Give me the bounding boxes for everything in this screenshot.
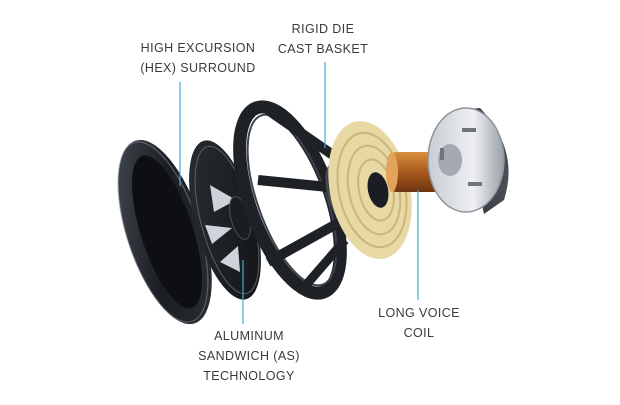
magnet-assembly-part <box>427 107 509 214</box>
leader-lines <box>179 62 419 324</box>
hex-surround-label-line1: HIGH EXCURSION <box>140 41 256 55</box>
die-cast-basket-label-line1: RIGID DIE <box>291 22 355 36</box>
die-cast-basket-label-line2: CAST BASKET <box>277 42 369 56</box>
hex-surround-label-line2: (HEX) SURROUND <box>140 61 256 75</box>
voice-coil-label: LONG VOICE COIL <box>364 303 474 343</box>
aluminum-sandwich-label-line1: ALUMINUM <box>214 329 284 343</box>
voice-coil-label-line1: LONG VOICE <box>378 306 460 320</box>
aluminum-sandwich-label-line3: TECHNOLOGY <box>203 369 295 383</box>
aluminum-sandwich-label-line2: SANDWICH (AS) <box>198 349 300 363</box>
die-cast-basket-part <box>233 100 365 300</box>
voice-coil-label-line2: COIL <box>403 326 435 340</box>
die-cast-basket-label: RIGID DIE CAST BASKET <box>258 19 388 59</box>
aluminum-sandwich-label: ALUMINUM SANDWICH (AS) TECHNOLOGY <box>184 326 314 386</box>
hex-surround-label: HIGH EXCURSION (HEX) SURROUND <box>118 38 278 78</box>
